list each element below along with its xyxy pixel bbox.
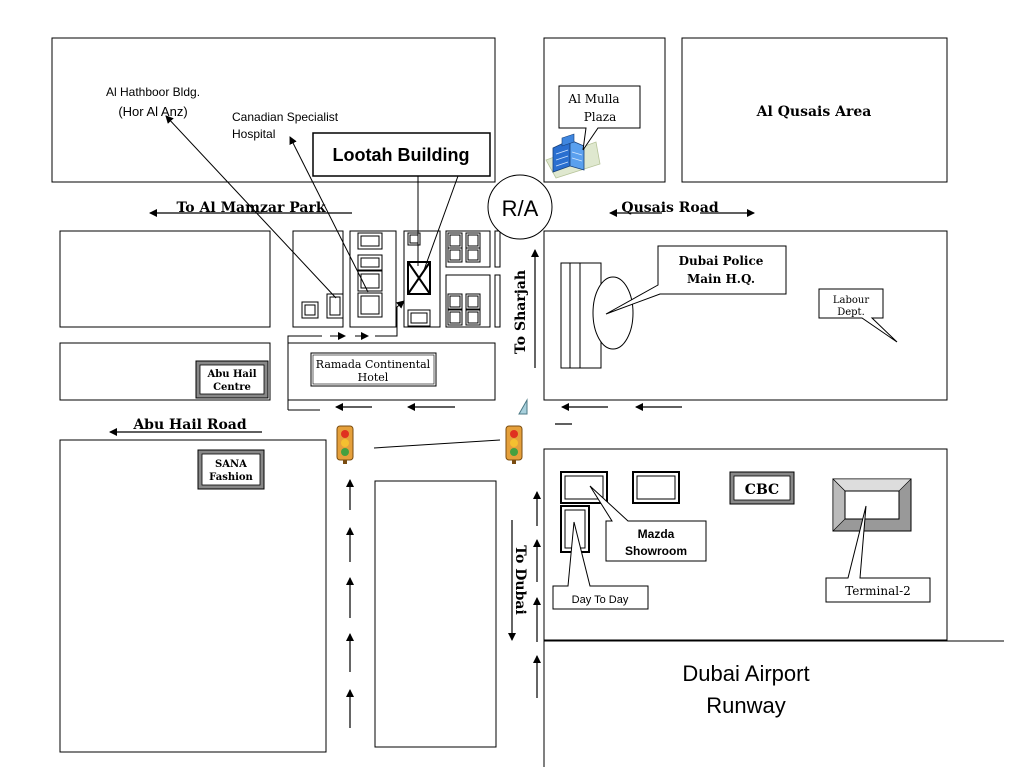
ramada-label-1: Ramada Continental	[316, 358, 431, 371]
al-qusais-label: Al Qusais Area	[756, 104, 872, 120]
police-label-2: Main H.Q.	[687, 272, 755, 286]
canadian-hospital-label-1: Canadian Specialist	[232, 110, 339, 124]
ramada-label-2: Hotel	[358, 371, 389, 384]
roundabout-label: R/A	[502, 196, 539, 221]
canadian-hospital-label-2: Hospital	[232, 127, 275, 141]
qusais-road-label: Qusais Road	[621, 200, 718, 216]
lootah-building-marker	[407, 261, 431, 295]
al-mulla-label-2: Plaza	[584, 110, 617, 124]
block-west	[59, 230, 271, 328]
building-squares	[301, 232, 481, 327]
hor-al-anz-label: (Hor Al Anz)	[118, 104, 187, 119]
abu-hail-centre-label-2: Centre	[213, 382, 251, 393]
block-north-west	[51, 37, 496, 183]
sana-label-1: SANA	[215, 459, 247, 470]
block-airport	[543, 640, 1004, 767]
to-al-mamzar-label: To Al Mamzar Park	[176, 200, 325, 216]
terminal-2-building	[832, 478, 912, 532]
cbc-label: CBC	[745, 482, 779, 498]
to-dubai-label: To Dubai	[512, 545, 528, 615]
block-abu-hail-centre	[59, 342, 271, 401]
flag-marker	[518, 398, 528, 415]
block-al-qusais	[681, 37, 948, 183]
block-mazda	[543, 448, 948, 641]
mazda-label-2: Showroom	[625, 544, 687, 558]
lootah-building-label: Lootah Building	[333, 145, 470, 165]
block-al-mulla	[543, 37, 666, 183]
labour-label-2: Dept.	[837, 307, 865, 318]
day-to-day-label: Day To Day	[572, 594, 629, 606]
office-building-icon	[545, 133, 601, 179]
block-sana	[59, 439, 327, 753]
abu-hail-road-label: Abu Hail Road	[132, 417, 247, 433]
block-police	[543, 230, 948, 401]
sana-label-2: Fashion	[209, 472, 253, 483]
abu-hail-centre-label-1: Abu Hail	[206, 369, 256, 380]
airport-label-1: Dubai Airport	[682, 661, 809, 686]
airport-label-2: Runway	[706, 693, 785, 718]
terminal-2-label: Terminal-2	[845, 584, 911, 598]
building-cluster	[287, 230, 501, 401]
traffic-light-icon	[505, 425, 523, 464]
police-label-1: Dubai Police	[679, 254, 764, 268]
block-south-middle	[374, 480, 497, 748]
al-mulla-label-1: Al Mulla	[567, 92, 619, 106]
mazda-label-1: Mazda	[638, 527, 675, 541]
traffic-light-icon	[336, 425, 354, 464]
labour-label-1: Labour	[833, 295, 869, 306]
mazda-boxes	[560, 471, 680, 553]
al-hathboor-label: Al Hathboor Bldg.	[106, 85, 200, 99]
roundabout-circle	[487, 174, 553, 240]
police-hq-building	[560, 262, 634, 369]
to-sharjah-label: To Sharjah	[513, 270, 529, 354]
